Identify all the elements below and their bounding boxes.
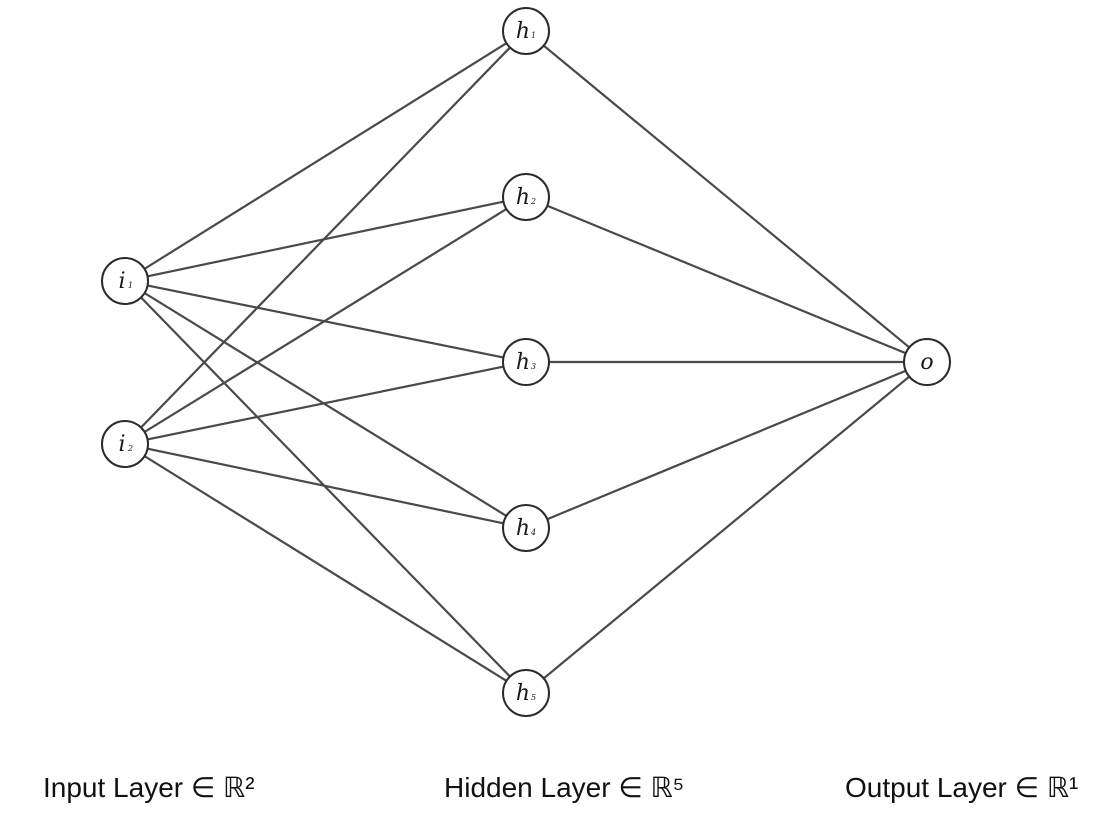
output-layer-label: Output Layer ∈ ℝ¹	[845, 772, 1079, 803]
node-subscript-h3: 3	[531, 362, 536, 371]
edge-h1-o	[524, 29, 929, 364]
node-label-o: o	[920, 350, 933, 375]
edge-h4-o	[524, 360, 929, 530]
node-label-h1: h	[516, 19, 530, 44]
edge-i1-h4	[123, 279, 528, 530]
node-label-h5: h	[516, 681, 530, 706]
node-circle-h2	[502, 173, 550, 221]
node-circle-h1	[502, 7, 550, 55]
input-layer-label: Input Layer ∈ ℝ²	[43, 772, 255, 803]
node-circle-o	[903, 338, 951, 386]
node-circle-h5	[502, 669, 550, 717]
node-subscript-i1: 1	[128, 281, 133, 290]
node-o: o	[903, 338, 951, 386]
edge-i2-h1	[123, 29, 528, 446]
node-subscript-h2: 2	[530, 197, 536, 206]
hidden-layer-label: Hidden Layer ∈ ℝ⁵	[444, 772, 685, 803]
node-circle-h3	[502, 338, 550, 386]
connections	[123, 29, 929, 695]
edge-i2-h3	[123, 360, 528, 446]
edge-h5-o	[524, 360, 929, 695]
node-label-h3: h	[516, 350, 530, 375]
node-subscript-h4: 4	[530, 528, 536, 537]
node-subscript-h1: 1	[531, 31, 536, 40]
node-subscript-h5: 5	[531, 693, 536, 702]
node-label-h2: h	[516, 185, 530, 210]
node-subscript-i2: 2	[127, 444, 133, 453]
edge-i2-h5	[123, 442, 528, 695]
edge-h2-o	[524, 195, 929, 364]
node-label-i1: i	[118, 269, 125, 294]
node-label-i2: i	[118, 432, 125, 457]
node-circle-i2	[101, 420, 149, 468]
edge-i1-h1	[123, 29, 528, 283]
node-circle-h4	[502, 504, 550, 552]
node-label-h4: h	[516, 516, 530, 541]
edge-i2-h4	[123, 442, 528, 530]
node-circle-i1	[101, 257, 149, 305]
edge-i2-h2	[123, 195, 528, 446]
